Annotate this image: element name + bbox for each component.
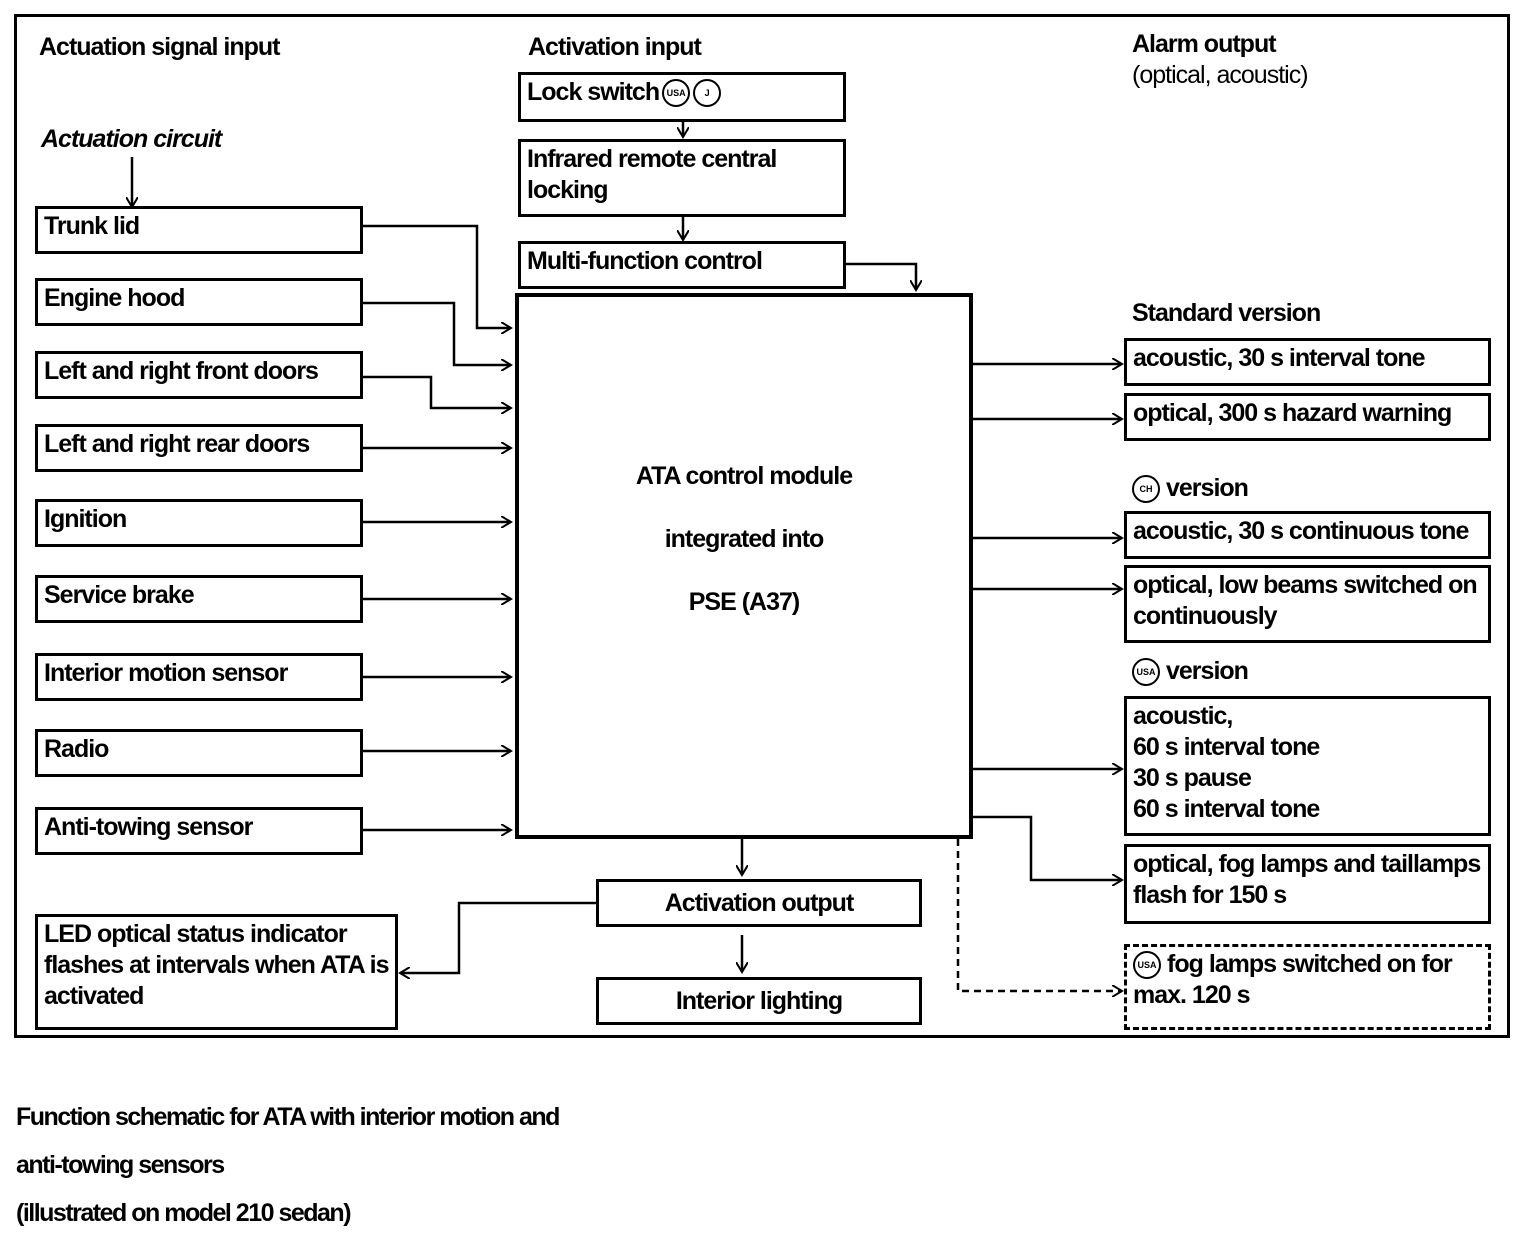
- activation-input-heading: Activation input: [528, 33, 702, 61]
- japan-country-icon: J: [693, 79, 722, 108]
- output-standard-acoustic: acoustic, 30 s interval tone: [1124, 338, 1491, 386]
- input-radio: Radio: [35, 729, 363, 777]
- figure-caption: Function schematic for ATA with interior…: [16, 1093, 560, 1237]
- actuation-signal-input-heading: Actuation signal input: [39, 33, 280, 61]
- output-usa-acoustic: acoustic, 60 s interval tone 30 s pause …: [1124, 696, 1491, 836]
- output-ch-optical: optical, low beams switched on continuou…: [1124, 565, 1491, 643]
- usa-country-icon: USA: [1133, 951, 1161, 980]
- input-trunk-lid: Trunk lid: [35, 206, 363, 254]
- input-service-brake: Service brake: [35, 575, 363, 623]
- diagram-frame: [14, 14, 1510, 1038]
- multi-function-control-box: Multi-function control: [518, 241, 846, 289]
- input-engine-hood: Engine hood: [35, 278, 363, 326]
- infrared-remote-box: Infrared remote central locking: [518, 139, 846, 217]
- module-part-number: PSE (A37): [688, 588, 800, 616]
- usa-country-icon: USA: [662, 79, 691, 108]
- ata-control-module: ATA control module integrated into PSE (…: [515, 293, 973, 839]
- module-subtitle: integrated into: [664, 525, 825, 553]
- alarm-output-heading: Alarm output: [1132, 30, 1277, 58]
- output-standard-optical: optical, 300 s hazard warning: [1124, 393, 1491, 441]
- output-usa-optical: optical, fog lamps and taillamps flash f…: [1124, 844, 1491, 924]
- ch-country-icon: CH: [1132, 475, 1160, 504]
- interior-lighting-box: Interior lighting: [596, 977, 922, 1025]
- input-ignition: Ignition: [35, 499, 363, 547]
- input-rear-doors: Left and right rear doors: [35, 424, 363, 472]
- led-status-indicator-box: LED optical status indicator flashes at …: [35, 914, 398, 1030]
- caption-line-2: anti-towing sensors: [16, 1151, 225, 1179]
- input-front-doors: Left and right front doors: [35, 351, 363, 399]
- activation-output-box: Activation output: [596, 879, 922, 927]
- caption-line-1: Function schematic for ATA with interior…: [16, 1103, 560, 1131]
- output-ch-acoustic: acoustic, 30 s continuous tone: [1124, 511, 1491, 559]
- input-anti-towing-sensor: Anti-towing sensor: [35, 807, 363, 855]
- caption-line-3: (illustrated on model 210 sedan): [16, 1199, 352, 1227]
- actuation-circuit-label: Actuation circuit: [41, 125, 222, 153]
- alarm-output-subheading: (optical, acoustic): [1132, 61, 1309, 89]
- module-title: ATA control module: [635, 462, 853, 490]
- input-interior-motion-sensor: Interior motion sensor: [35, 653, 363, 701]
- standard-version-heading: Standard version: [1132, 299, 1321, 327]
- usa-country-icon: USA: [1132, 658, 1160, 687]
